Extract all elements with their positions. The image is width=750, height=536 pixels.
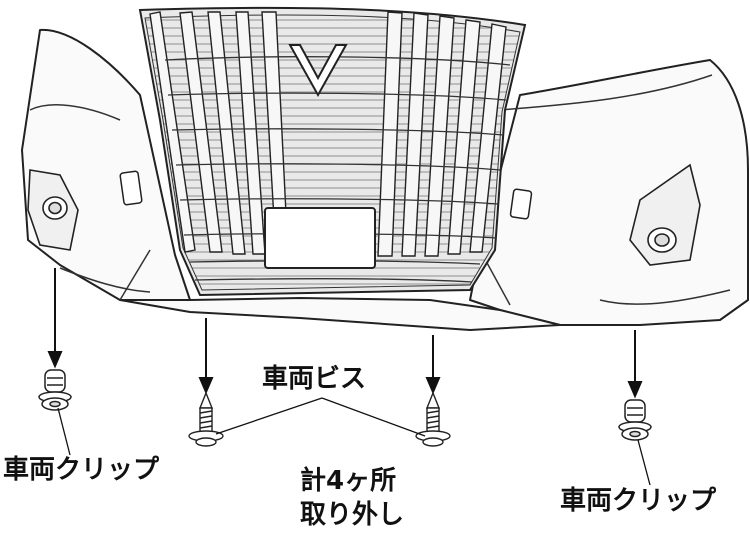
left-reflector — [119, 170, 143, 206]
arrow-left-screw — [198, 318, 214, 395]
left-fog-lamp-housing — [27, 169, 79, 251]
removal-arrows — [47, 268, 643, 399]
bumper-lower-band — [119, 297, 561, 331]
bumper-right-wing — [469, 59, 749, 326]
label-screw: 車両ビス — [262, 364, 367, 394]
right-reflector — [509, 188, 533, 220]
label-count-line2: 取り外し — [300, 500, 405, 530]
right-clip-part — [618, 399, 652, 441]
arrow-right-clip — [627, 330, 643, 399]
arrow-left-clip — [47, 268, 63, 369]
license-plate-mount — [264, 207, 376, 269]
left-clip-part — [38, 369, 72, 411]
right-screw-part — [415, 391, 451, 447]
left-screw-part — [188, 391, 224, 447]
label-clip-left: 車両クリップ — [3, 455, 160, 485]
leader-lines — [57, 397, 651, 486]
arrow-right-screw — [425, 335, 441, 395]
label-clip-right: 車両クリップ — [560, 486, 717, 516]
grille-emblem — [288, 44, 348, 98]
right-fog-lamp-housing — [629, 163, 701, 266]
label-count-line1: 計4ヶ所 — [300, 466, 397, 496]
front-grille — [138, 6, 527, 297]
